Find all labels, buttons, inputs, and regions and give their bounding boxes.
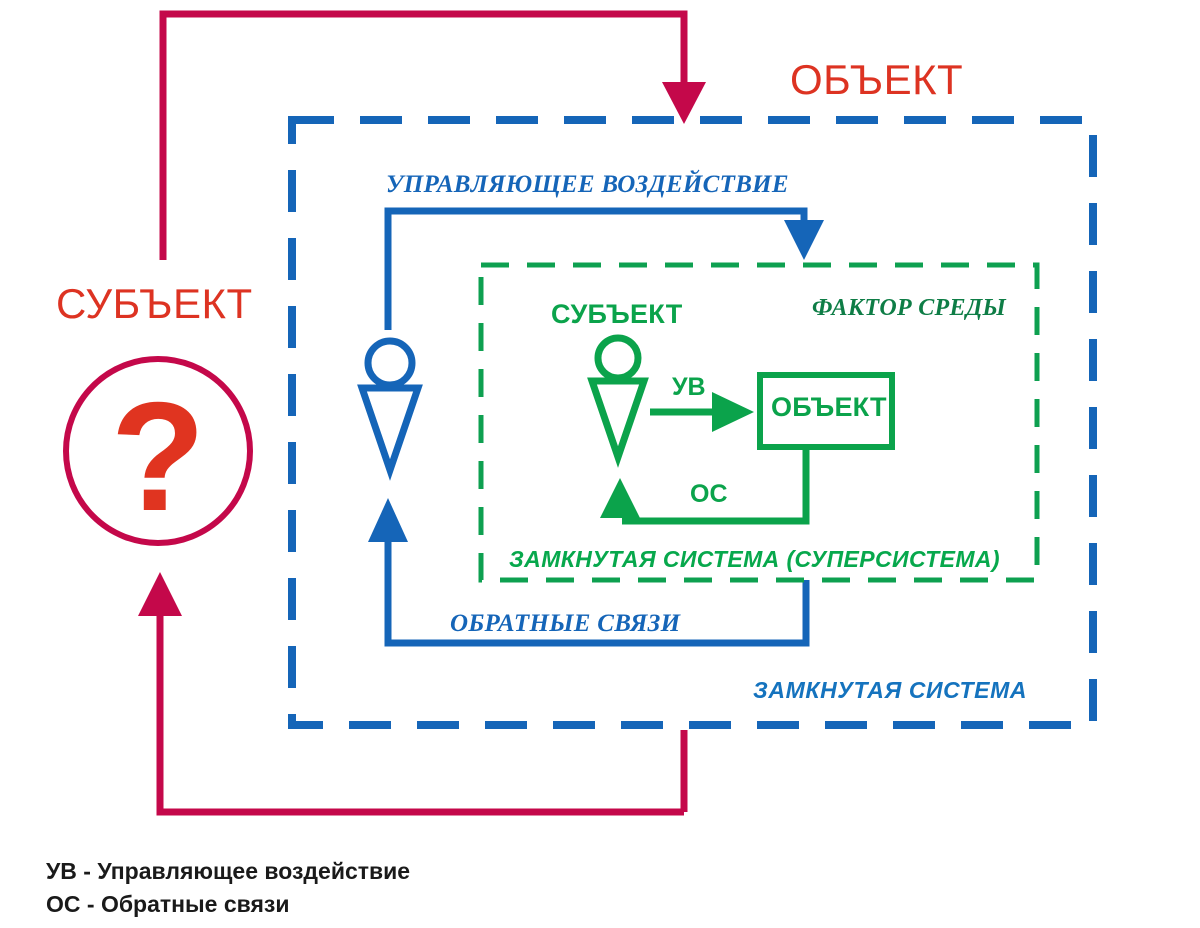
subject-circle [63, 356, 253, 546]
green-factor-label: ФАКТОР СРЕДЫ [812, 295, 1007, 321]
crimson-control-line [159, 10, 688, 260]
green-uv-arrowhead [712, 392, 754, 432]
crimson-feedback-path [138, 572, 688, 816]
blue-feedback-label: ОБРАТНЫЕ СВЯЗИ [450, 610, 681, 637]
blue-feedback-line [384, 530, 810, 647]
outer-object-label: ОБЪЕКТ [790, 56, 964, 103]
crimson-control-arrowhead [662, 82, 706, 124]
blue-control-label: УПРАВЛЯЮЩЕЕ ВОЗДЕЙСТВИЕ [386, 171, 789, 198]
legend-line-uv: УВ - Управляющее воздействие [46, 858, 411, 884]
blue-feedback-arrowhead [368, 498, 408, 542]
green-person-body [587, 377, 649, 468]
green-person-icon [587, 334, 649, 468]
blue-person-head [364, 337, 416, 389]
green-uv-arrow [650, 392, 754, 432]
green-os-line [622, 447, 810, 525]
crimson-feedback-arrowhead [138, 572, 182, 616]
green-os-arrowhead [600, 478, 640, 518]
crimson-feedback-line [156, 600, 684, 816]
green-object-box [757, 372, 895, 450]
blue-closed-system-box [288, 116, 1097, 729]
blue-control-line [384, 207, 808, 330]
crimson-control-path [159, 10, 706, 260]
green-os-path [600, 447, 810, 525]
question-mark-glyph: ? [111, 370, 206, 543]
legend-line-os: ОС - Обратные связи [46, 890, 290, 917]
blue-control-path [384, 207, 824, 330]
green-object-box-label: ОБЪЕКТ [771, 392, 887, 422]
green-os-label: ОС [690, 480, 728, 508]
outer-subject-label: СУБЪЕКТ [56, 280, 253, 327]
blue-person-icon [357, 337, 423, 481]
green-supersystem-box [478, 262, 1040, 583]
green-person-head [594, 334, 642, 382]
green-supersystem-label: ЗАМКНУТАЯ СИСТЕМА (СУПЕРСИСТЕМА) [509, 546, 1000, 572]
green-subject-label: СУБЪЕКТ [551, 299, 683, 329]
blue-person-body [357, 384, 423, 481]
blue-control-arrowhead [784, 220, 824, 260]
legend: УВ - Управляющее воздействие ОС - Обратн… [46, 855, 410, 920]
green-uv-label: УВ [672, 373, 706, 401]
blue-feedback-path [368, 498, 810, 647]
blue-closed-system-label: ЗАМКНУТАЯ СИСТЕМА [753, 677, 1028, 703]
